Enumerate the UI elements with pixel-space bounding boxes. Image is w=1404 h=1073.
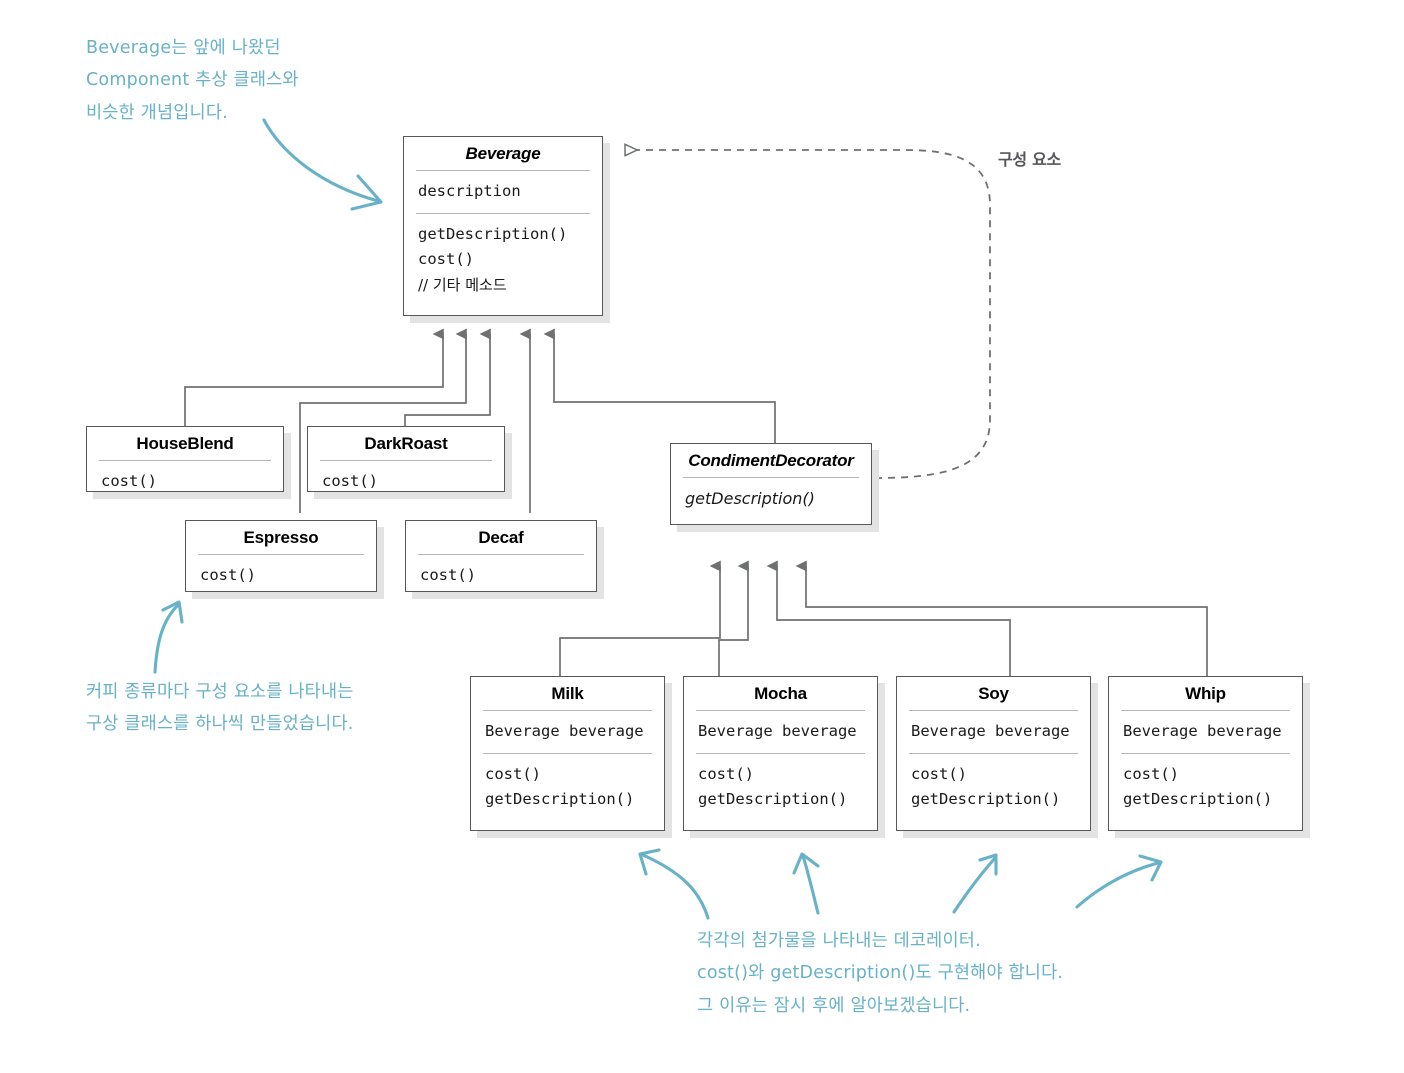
class-title-soy: Soy bbox=[978, 684, 1009, 703]
annotation-arrow-mocha bbox=[792, 852, 820, 915]
class-methods-espresso: cost() bbox=[200, 566, 256, 584]
class-title-beverage: Beverage bbox=[465, 144, 541, 163]
class-methods-mocha: cost() getDescription() bbox=[698, 764, 848, 809]
label-component: 구성 요소 bbox=[998, 150, 1061, 169]
class-box-whip[interactable]: Whip Beverage beverage cost() getDescrip… bbox=[1108, 676, 1303, 831]
class-separator bbox=[483, 710, 652, 711]
realization-dashed-line bbox=[625, 150, 991, 479]
class-methods-decaf: cost() bbox=[420, 566, 476, 584]
class-title-darkroast: DarkRoast bbox=[364, 434, 448, 453]
class-methods-houseblend: cost() bbox=[101, 472, 157, 490]
class-separator bbox=[418, 554, 584, 555]
class-separator bbox=[198, 554, 364, 555]
class-methods-whip: cost() getDescription() bbox=[1123, 764, 1273, 809]
class-separator bbox=[416, 212, 590, 214]
annotation-arrow-whip bbox=[1075, 854, 1163, 909]
note-top-left: Beverage는 앞에 나왔던 Component 추상 클래스와 비슷한 개… bbox=[86, 38, 299, 123]
note-mid-left: 커피 종류마다 구성 요소를 나타내는 구상 클래스를 하나씩 만들었습니다. bbox=[86, 682, 354, 735]
class-title-mocha: Mocha bbox=[754, 684, 807, 703]
class-methods-milk: cost() getDescription() bbox=[485, 764, 635, 809]
class-separator bbox=[909, 752, 1078, 754]
class-title-condimentdecorator: CondimentDecorator bbox=[688, 451, 854, 470]
class-title-whip: Whip bbox=[1185, 684, 1226, 703]
class-methods-condimentdecorator: getDescription() bbox=[685, 489, 815, 508]
class-box-houseblend[interactable]: HouseBlend cost() bbox=[86, 426, 284, 492]
class-title-houseblend: HouseBlend bbox=[136, 434, 234, 453]
class-methods-beverage: getDescription() cost() // 기타 메소드 bbox=[418, 224, 568, 294]
class-separator bbox=[696, 710, 865, 711]
class-separator bbox=[99, 460, 271, 461]
class-box-mocha[interactable]: Mocha Beverage beverage cost() getDescri… bbox=[683, 676, 878, 831]
annotation-arrow-milk bbox=[638, 848, 710, 920]
class-box-beverage[interactable]: Beverage description getDescription() co… bbox=[403, 136, 603, 316]
class-attributes-whip: Beverage beverage bbox=[1123, 722, 1282, 740]
class-title-espresso: Espresso bbox=[243, 528, 319, 547]
class-box-decaf[interactable]: Decaf cost() bbox=[405, 520, 597, 592]
annotation-arrow-soy bbox=[952, 853, 998, 914]
class-title-decaf: Decaf bbox=[478, 528, 524, 547]
class-attributes-mocha: Beverage beverage bbox=[698, 722, 857, 740]
class-title-milk: Milk bbox=[551, 684, 584, 703]
class-separator bbox=[483, 752, 652, 754]
annotation-arrow-beverage bbox=[262, 118, 383, 211]
class-attributes-soy: Beverage beverage bbox=[911, 722, 1070, 740]
class-separator bbox=[909, 710, 1078, 711]
class-box-espresso[interactable]: Espresso cost() bbox=[185, 520, 377, 592]
class-separator bbox=[696, 752, 865, 754]
class-separator bbox=[1121, 710, 1290, 711]
class-box-soy[interactable]: Soy Beverage beverage cost() getDescript… bbox=[896, 676, 1091, 831]
annotation-arrow-concrete-classes bbox=[153, 600, 184, 674]
class-box-milk[interactable]: Milk Beverage beverage cost() getDescrip… bbox=[470, 676, 665, 831]
class-box-condimentdecorator[interactable]: CondimentDecorator getDescription() bbox=[670, 443, 872, 525]
class-methods-darkroast: cost() bbox=[322, 472, 378, 490]
class-attributes-beverage: description bbox=[418, 182, 521, 200]
note-bottom: 각각의 첨가물을 나타내는 데코레이터. cost()와 getDescript… bbox=[697, 931, 1064, 1016]
class-box-darkroast[interactable]: DarkRoast cost() bbox=[307, 426, 505, 492]
class-methods-soy: cost() getDescription() bbox=[911, 764, 1061, 809]
class-separator bbox=[416, 170, 590, 171]
class-attributes-milk: Beverage beverage bbox=[485, 722, 644, 740]
class-separator bbox=[1121, 752, 1290, 754]
